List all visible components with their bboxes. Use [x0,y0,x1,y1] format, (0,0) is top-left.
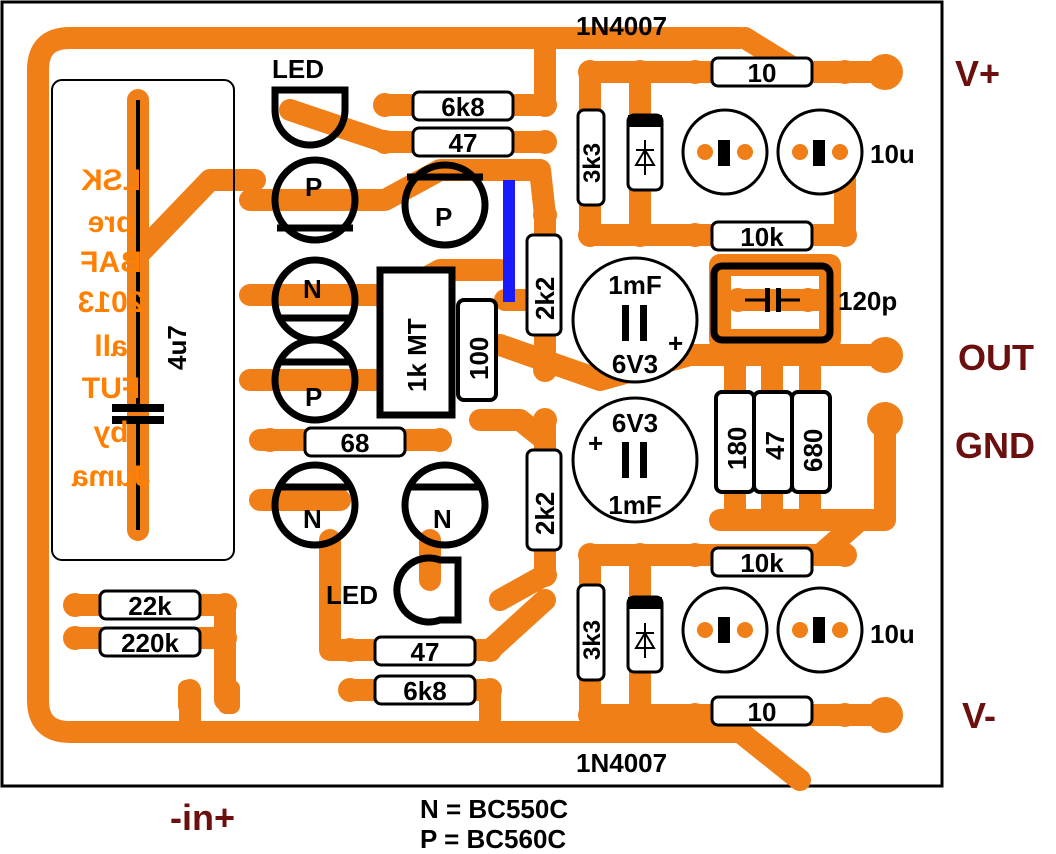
resistor-3k3-top: 3k3 [576,108,606,207]
transistor-p3-label: P [305,382,322,412]
resistor-100-label: 100 [464,337,494,380]
resistor-220k-label: 220k [121,628,179,658]
mirror-text-line: by [93,416,128,449]
resistor-2k2-top-label: 2k2 [530,277,560,320]
transistor-n3: N [401,461,489,549]
transistor-p2: P [401,161,489,249]
resistor-47-mid: 47 [752,390,794,494]
resistor-10k-top-label: 10k [740,222,784,252]
resistor-68-label: 68 [341,428,370,458]
capacitor-1mf-bottom-value: 1mF [608,490,661,520]
diode-bottom-label: 1N4007 [576,748,667,778]
capacitor-10u-top: 10u [681,108,915,196]
mirror-text-line: Juma [72,460,151,493]
resistor-3k3-bottom: 3k3 [576,583,606,682]
resistor-22k-label: 22k [128,591,172,621]
resistor-6k8-bottom-label: 6k8 [403,676,446,706]
capacitor-4u7-label: 4u7 [162,325,192,370]
resistor-3k3-bottom-label: 3k3 [579,620,606,660]
copper-pads [63,54,903,733]
trimmer-1k-label: 1k MT [402,318,432,392]
transistor-n2: N [271,461,359,549]
mirror-text-line: 2013 [78,286,145,319]
mirror-text-line: FUT [82,372,140,405]
led-bottom-label: LED [326,580,378,610]
resistor-680-label: 680 [798,429,828,472]
resistor-47-top: 47 [411,126,515,158]
resistor-10-bottom: 10 [710,695,814,727]
resistor-6k8-top: 6k8 [411,90,515,122]
capacitor-plus-mark: + [588,428,603,458]
capacitor-4u7: 4u7 [51,79,235,561]
resistor-3k3-top-label: 3k3 [579,143,606,183]
connector-v-minus: V- [962,695,996,736]
resistor-2k2-bottom: 2k2 [525,448,563,552]
resistor-6k8-bottom: 6k8 [373,674,477,706]
resistor-47-top-label: 47 [449,128,478,158]
capacitor-120p: 120p [710,262,897,344]
connector-gnd: GND [955,425,1035,466]
wire-jumper [503,180,515,302]
resistor-22k: 22k [98,589,202,621]
capacitor-1mf-top: 1mF 6V3 + [571,256,699,384]
connector-input: -in+ [170,797,235,838]
resistor-10k-top: 10k [710,220,814,252]
connector-v-plus: V+ [955,53,1000,94]
capacitor-10u-bottom-label: 10u [870,619,915,649]
capacitor-10u-bottom: 10u [681,586,915,674]
resistor-47-bottom-label: 47 [411,637,440,667]
capacitor-1mf-top-voltage: 6V3 [612,349,658,379]
resistor-68: 68 [303,426,407,458]
diode-1n4007-bottom: 1N4007 [576,595,667,778]
legend-p-transistor: P = BC560C [420,824,566,854]
resistor-6k8-top-label: 6k8 [441,92,484,122]
trimmer-1k: 1k MT [376,266,456,419]
capacitor-1mf-bottom-voltage: 6V3 [612,408,658,438]
led-top-label: LED [272,54,324,84]
transistor-p3: P [271,336,359,424]
capacitor-120p-label: 120p [838,286,897,316]
led-bottom: LED [326,554,462,626]
transistor-n3-label: N [433,504,452,534]
resistor-2k2-top: 2k2 [525,233,563,337]
resistor-220k: 220k [98,626,202,658]
capacitor-1mf-bottom: 6V3 1mF + [571,396,699,524]
transistor-n2-label: N [303,504,322,534]
transistor-n1: N [271,256,359,344]
resistor-10-top: 10 [710,56,814,88]
diode-top-label: 1N4007 [576,11,667,41]
transistor-p1-label: P [305,172,322,202]
resistor-10-top-label: 10 [748,58,777,88]
transistor-p1: P [271,156,359,244]
resistor-2k2-bottom-label: 2k2 [530,492,560,535]
resistor-10k-bottom: 10k [710,546,814,578]
resistor-10k-bottom-label: 10k [740,548,784,578]
connector-out: OUT [958,337,1034,378]
legend-n-transistor: N = BC550C [420,794,568,824]
mirror-text-line: LSK [81,164,141,197]
resistor-47-mid-label: 47 [760,431,790,460]
capacitor-plus-mark: + [668,328,683,358]
resistor-10-bottom-label: 10 [748,697,777,727]
mirror-text-line: pre [88,206,135,239]
resistor-100: 100 [456,298,498,402]
transistor-p2-label: P [435,202,452,232]
capacitor-1mf-top-value: 1mF [608,270,661,300]
resistor-680: 680 [790,390,832,494]
resistor-180: 180 [714,390,756,494]
mirror-text-line: BAF [80,246,142,279]
mirrored-silk-text: LSK pre BAF 2013 all FUT by Juma [72,164,151,493]
led-top: LED [271,54,349,149]
diode-1n4007-top: 1N4007 [576,11,667,192]
capacitor-10u-top-label: 10u [870,139,915,169]
transistor-n1-label: N [303,274,322,304]
resistor-47-bottom: 47 [373,635,477,667]
resistor-180-label: 180 [722,427,752,470]
mirror-text-line: all [94,330,127,363]
